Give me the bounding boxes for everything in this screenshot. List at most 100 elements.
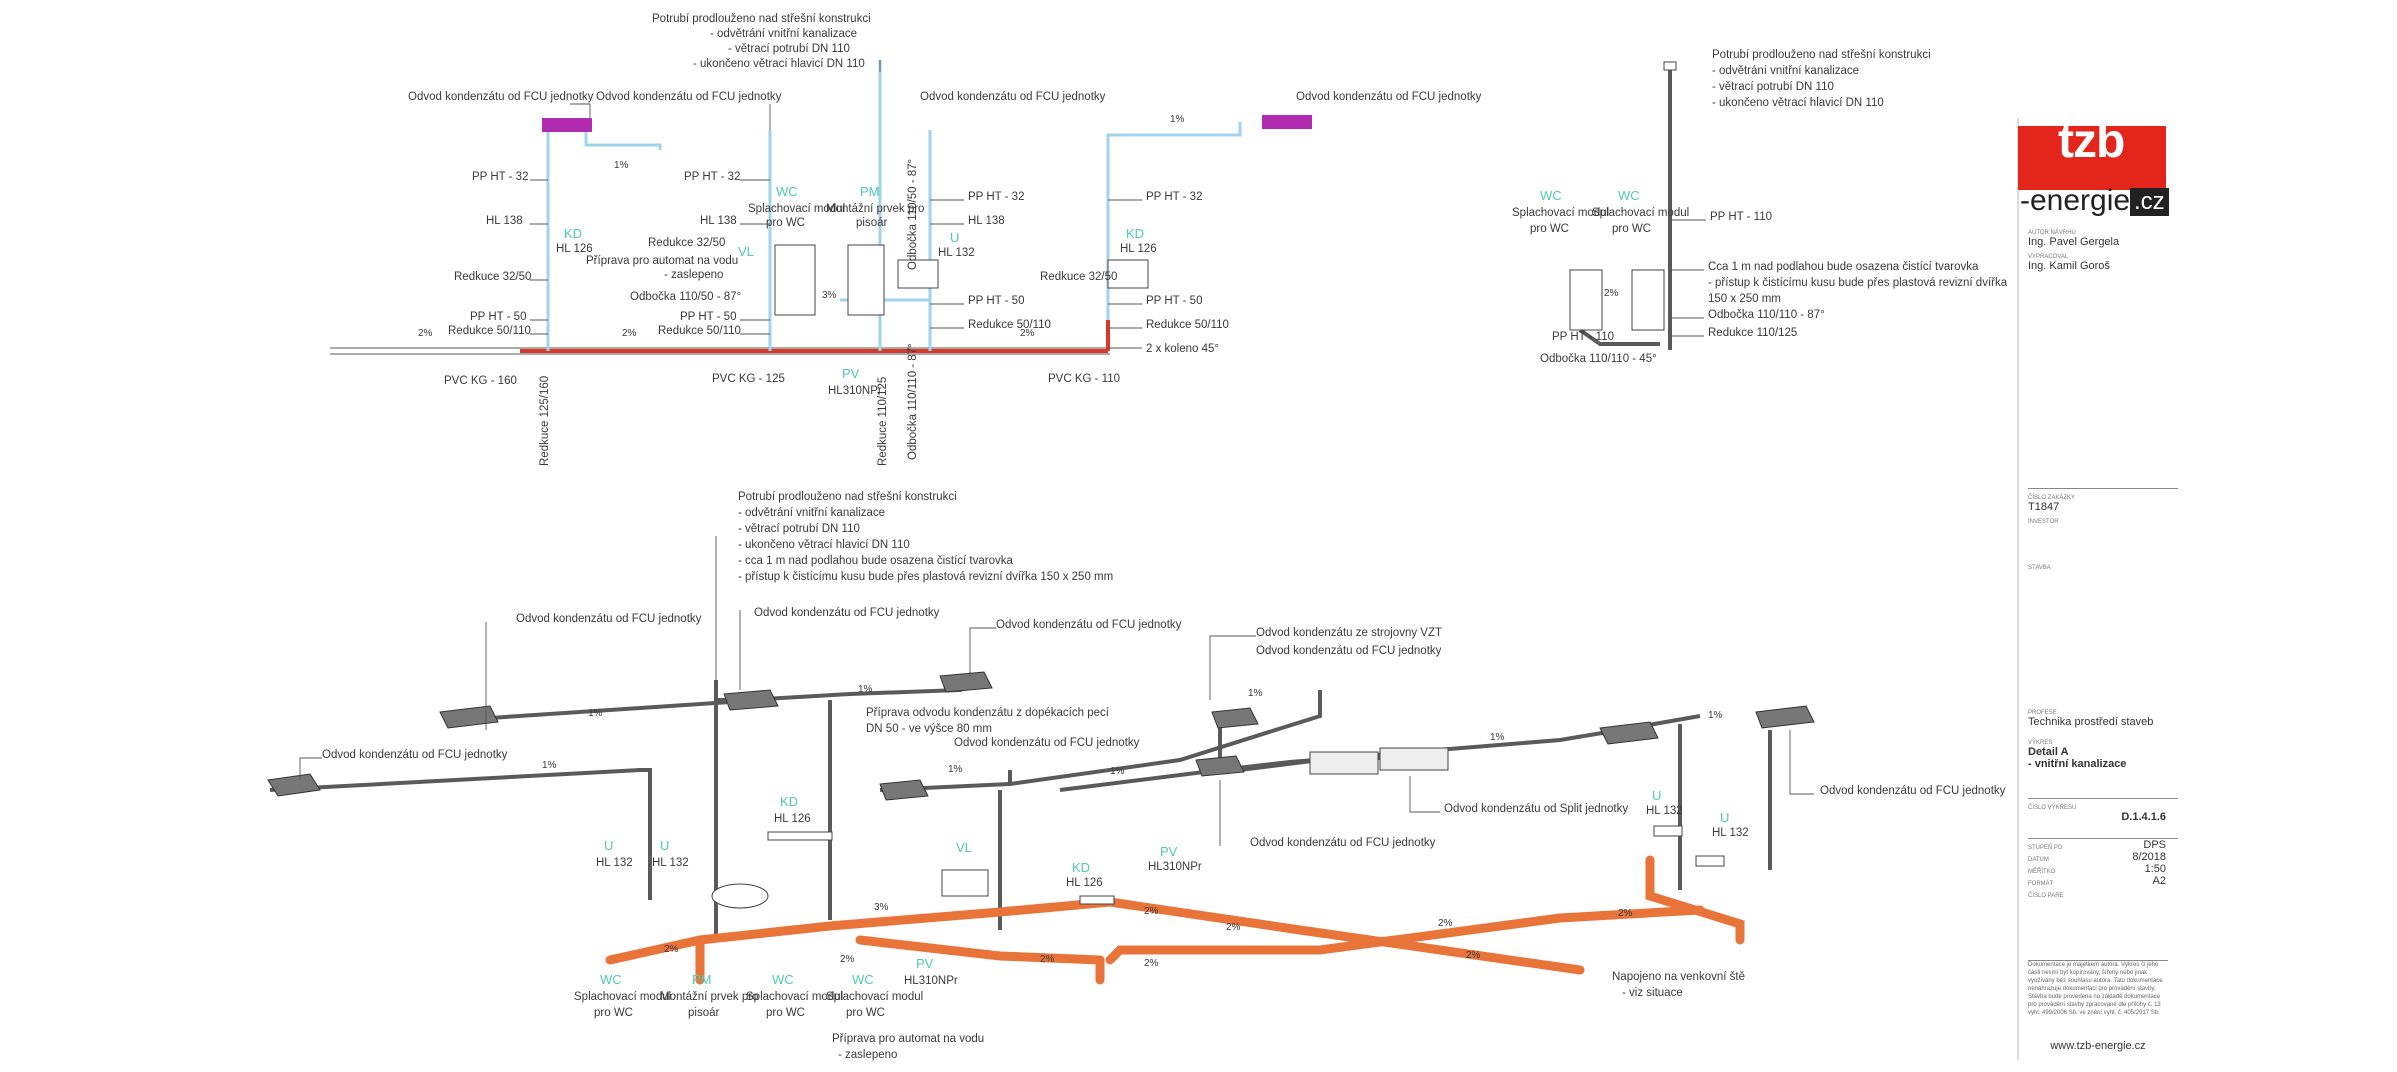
svg-text:1%: 1% bbox=[1708, 710, 1723, 721]
sink-kd bbox=[1107, 259, 1149, 289]
svg-text:Redukce 50/110: Redukce 50/110 bbox=[448, 325, 531, 337]
svg-text:U: U bbox=[1652, 788, 1661, 803]
svg-text:2%: 2% bbox=[622, 328, 637, 339]
svg-text:PP HT - 50: PP HT - 50 bbox=[1146, 295, 1202, 307]
order-number: T1847 bbox=[2028, 501, 2060, 513]
svg-text:Splachovací modul: Splachovací modul bbox=[574, 991, 671, 1003]
drawing-title: Detail A bbox=[2028, 746, 2069, 758]
svg-text:2%: 2% bbox=[1040, 954, 1055, 965]
date: 8/2018 bbox=[2132, 851, 2166, 863]
svg-text:KD: KD bbox=[1072, 860, 1090, 875]
wc-1 bbox=[1569, 269, 1603, 331]
svg-text:- ukončeno větrací hlavicí DN: - ukončeno větrací hlavicí DN 110 bbox=[738, 539, 910, 551]
svg-text:WC: WC bbox=[776, 184, 798, 199]
svg-text:Odbočka 110/110 - 87°: Odbočka 110/110 - 87° bbox=[1708, 309, 1825, 321]
svg-text:Splachovací modul: Splachovací modul bbox=[826, 991, 923, 1003]
logo-main-text: tzb bbox=[2058, 115, 2125, 168]
svg-text:VL: VL bbox=[956, 840, 972, 855]
svg-text:PM: PM bbox=[692, 972, 712, 987]
svg-text:Odvod kondenzátu od FCU jednot: Odvod kondenzátu od FCU jednotky bbox=[1820, 785, 2006, 797]
svg-text:pro WC: pro WC bbox=[594, 1007, 633, 1019]
drafter-name: Ing. Kamil Goroš bbox=[2028, 260, 2110, 272]
svg-text:- přístup k čistícímu kusu bud: - přístup k čistícímu kusu bude přes pla… bbox=[738, 571, 1113, 583]
svg-text:PM: PM bbox=[860, 184, 880, 199]
svg-text:- ukončeno větrací hlavicí DN: - ukončeno větrací hlavicí DN 110 bbox=[1712, 97, 1884, 109]
svg-text:VL: VL bbox=[738, 244, 754, 259]
svg-text:WC: WC bbox=[772, 972, 794, 987]
fcu-box-9 bbox=[1755, 705, 1815, 729]
svg-text:pisoár: pisoár bbox=[856, 217, 887, 229]
svg-text:- větrací potrubí DN 110: - větrací potrubí DN 110 bbox=[738, 523, 860, 535]
profession: Technika prostředí staveb bbox=[2028, 716, 2154, 728]
split-unit-1 bbox=[1309, 751, 1379, 775]
svg-text:3%: 3% bbox=[874, 902, 889, 913]
svg-text:PP HT - 50: PP HT - 50 bbox=[470, 311, 526, 323]
svg-text:pro WC: pro WC bbox=[1612, 223, 1651, 235]
svg-text:WC: WC bbox=[1618, 188, 1640, 203]
logo-tld-text: .cz bbox=[2130, 188, 2169, 216]
svg-text:Odvod kondenzátu od FCU jednot: Odvod kondenzátu od FCU jednotky bbox=[920, 91, 1106, 103]
svg-text:PVC KG - 110: PVC KG - 110 bbox=[1048, 373, 1120, 385]
svg-text:Cca 1 m nad podlahou bude osaz: Cca 1 m nad podlahou bude osazena čistíc… bbox=[1708, 261, 1979, 273]
svg-text:PP HT - 110: PP HT - 110 bbox=[1710, 211, 1772, 223]
svg-text:Odvod kondenzátu ze strojovny: Odvod kondenzátu ze strojovny VZT bbox=[1256, 627, 1442, 639]
svg-text:Splachovací modul: Splachovací modul bbox=[1592, 207, 1689, 219]
svg-text:pisoár: pisoár bbox=[688, 1007, 719, 1019]
svg-text:2%: 2% bbox=[840, 954, 855, 965]
svg-text:2%: 2% bbox=[1020, 328, 1035, 339]
wc-2 bbox=[1631, 269, 1665, 331]
svg-text:pro WC: pro WC bbox=[1530, 223, 1569, 235]
svg-text:2%: 2% bbox=[1618, 908, 1633, 919]
washbasin bbox=[897, 259, 939, 289]
scale: 1:50 bbox=[2144, 863, 2166, 875]
svg-text:Odbočka 110/50 - 87°: Odbočka 110/50 - 87° bbox=[907, 159, 919, 270]
svg-text:Redkuce 32/50: Redkuce 32/50 bbox=[454, 271, 531, 283]
disclaimer: Dokumentace je majetkem autora. Výkres č… bbox=[2028, 960, 2168, 1017]
svg-text:1%: 1% bbox=[1110, 766, 1125, 777]
orange-sewer-main bbox=[605, 897, 1115, 965]
svg-text:HL 126: HL 126 bbox=[556, 243, 593, 255]
fcu-box-7 bbox=[1211, 707, 1259, 729]
svg-text:PP HT - 110: PP HT - 110 bbox=[1552, 331, 1614, 343]
tr-roof-note: Potrubí prodlouženo nad střešní konstruk… bbox=[1712, 49, 1931, 109]
fcu-unit-1 bbox=[542, 118, 592, 132]
wc-bowl bbox=[711, 883, 769, 909]
svg-text:HL 138: HL 138 bbox=[968, 215, 1005, 227]
svg-text:2%: 2% bbox=[1144, 906, 1159, 917]
svg-text:KD: KD bbox=[564, 226, 582, 241]
svg-text:Odbočka 110/110 - 45°: Odbočka 110/110 - 45° bbox=[1540, 353, 1657, 365]
svg-text:Redkuce 125/160: Redkuce 125/160 bbox=[539, 376, 551, 466]
svg-text:PP HT - 32: PP HT - 32 bbox=[968, 191, 1024, 203]
svg-text:pro WC: pro WC bbox=[766, 1007, 805, 1019]
svg-text:- větrací potrubí DN 110: - větrací potrubí DN 110 bbox=[728, 43, 850, 55]
svg-text:Odvod kondenzátu od FCU jednot: Odvod kondenzátu od FCU jednotky bbox=[1296, 91, 1482, 103]
drawing-number: D.1.4.1.6 bbox=[2121, 811, 2166, 823]
svg-text:HL310NPr: HL310NPr bbox=[828, 385, 882, 397]
svg-text:2%: 2% bbox=[1466, 950, 1481, 961]
website: www.tzb-energie.cz bbox=[2050, 1040, 2146, 1052]
svg-text:HL310NPr: HL310NPr bbox=[1148, 861, 1202, 873]
svg-text:WC: WC bbox=[1540, 188, 1562, 203]
svg-text:HL 126: HL 126 bbox=[1120, 243, 1157, 255]
svg-text:PVC KG - 125: PVC KG - 125 bbox=[712, 373, 785, 385]
svg-text:1%: 1% bbox=[858, 684, 873, 695]
svg-text:1%: 1% bbox=[1248, 688, 1263, 699]
svg-text:KD: KD bbox=[1126, 226, 1144, 241]
kd-sink bbox=[767, 831, 833, 841]
svg-text:- přístup k čistícímu kusu bud: - přístup k čistícímu kusu bude přes pla… bbox=[1708, 277, 2008, 289]
svg-text:KD: KD bbox=[780, 794, 798, 809]
fcu-box-4 bbox=[939, 671, 993, 693]
svg-text:Redukce 32/50: Redukce 32/50 bbox=[648, 237, 725, 249]
svg-text:- zaslepeno: - zaslepeno bbox=[838, 1049, 897, 1061]
stage: DPS bbox=[2143, 839, 2166, 851]
svg-text:HL 132: HL 132 bbox=[652, 857, 689, 869]
u-washbasin-2 bbox=[1695, 855, 1725, 867]
svg-text:1%: 1% bbox=[1170, 114, 1185, 125]
fcu-box-1 bbox=[267, 773, 321, 797]
svg-text:Odvod kondenzátu od FCU jednot: Odvod kondenzátu od FCU jednotky bbox=[322, 749, 508, 761]
riser-3 bbox=[1106, 122, 1242, 320]
svg-text:HL 126: HL 126 bbox=[774, 813, 811, 825]
svg-text:HL 138: HL 138 bbox=[700, 215, 737, 227]
svg-text:1%: 1% bbox=[588, 708, 603, 719]
